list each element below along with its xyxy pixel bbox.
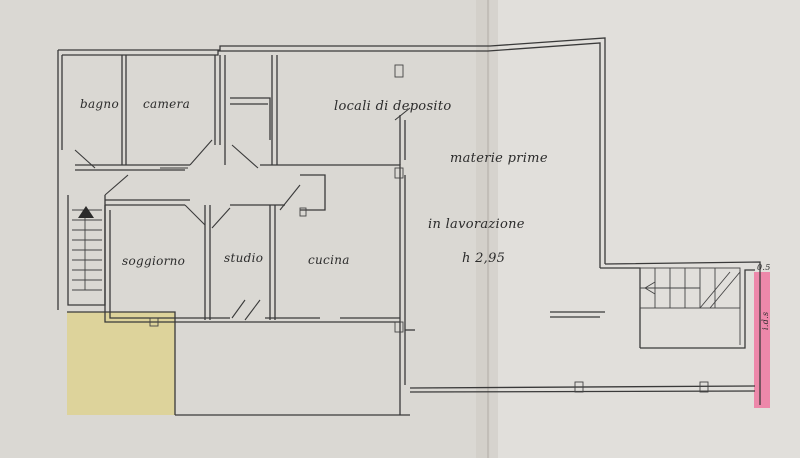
deposit-label-line2: materie prime [450,151,548,166]
room-label-cucina: cucina [308,253,350,267]
paper-right-page [490,0,800,458]
deposit-label-line3: in lavorazione [428,217,525,232]
yellow-highlight-area [67,312,175,415]
stair-direction-arrow-icon [78,206,94,218]
pink-highlight-strip [754,272,770,408]
room-label-soggiorno: soggiorno [122,254,185,268]
deposit-label-line1: locali di deposito [334,99,452,114]
room-label-bagno: bagno [80,97,119,111]
door-swings [74,107,411,321]
wall-pilasters [149,64,709,393]
page-fold-shadow [476,0,498,458]
room-label-camera: camera [143,97,190,111]
outer-walls [57,37,761,416]
stair-tag-label: 0.5 [757,263,771,272]
room-label-studio: studio [224,251,263,265]
right-staircase [639,267,741,345]
left-staircase [72,209,102,291]
side-tag-label: i.d.s [761,312,770,330]
ceiling-height-label: h 2,95 [462,251,505,266]
interior-walls [75,55,605,331]
